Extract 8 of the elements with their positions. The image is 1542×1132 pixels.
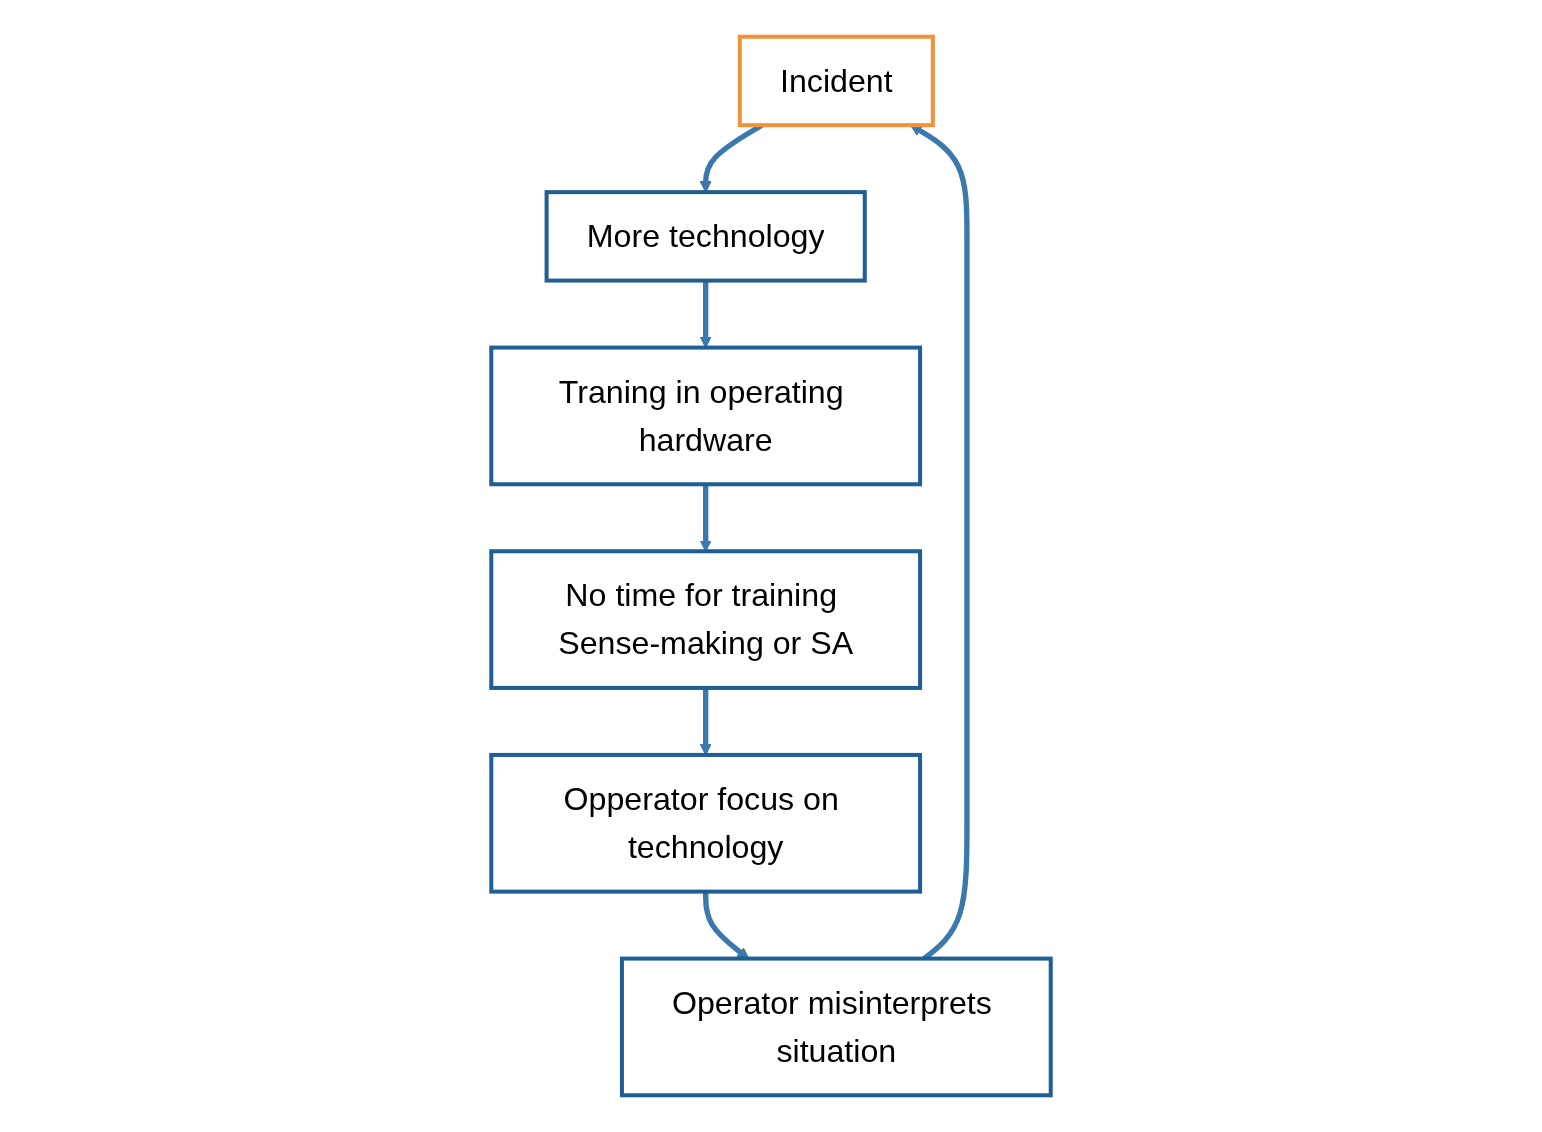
node-box: Incident <box>737 34 935 128</box>
arrow <box>699 484 712 552</box>
node-box: No time for training Sense-making or SA <box>489 549 923 690</box>
node-box: Operator misinterprets situation <box>619 956 1053 1098</box>
node-box: Opperator focus on technology <box>489 752 923 894</box>
node-box: More technology <box>544 190 867 283</box>
arrow <box>703 891 750 960</box>
node-box: Traning in operating hardware <box>489 345 923 487</box>
